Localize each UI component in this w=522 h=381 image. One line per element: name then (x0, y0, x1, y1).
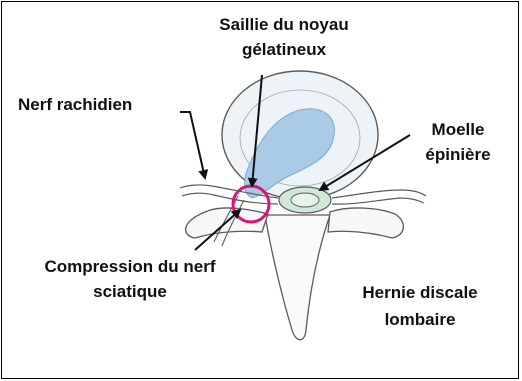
label-hernie-line1: Hernie discale (340, 282, 500, 303)
label-compression-line2: sciatique (8, 281, 252, 302)
label-hernie-discale: Hernie discale lombaire (340, 282, 500, 330)
label-hernie-line2: lombaire (340, 309, 500, 330)
label-saillie-noyau: Saillie du noyau gélatineux (200, 14, 368, 60)
label-moelle-line2: épinière (408, 144, 508, 165)
spinous-process (265, 215, 330, 340)
label-moelle-epiniere: Moelle épinière (408, 119, 508, 165)
arrow-nerf-rachidien (180, 112, 205, 178)
lamina-right (328, 208, 403, 238)
label-saillie-noyau-line2: gélatineux (200, 39, 368, 60)
nerve-root-right (332, 190, 426, 198)
label-compression: Compression du nerf sciatique (8, 256, 252, 302)
label-compression-line1: Compression du nerf (8, 256, 252, 277)
label-nerf-rachidien: Nerf rachidien (18, 94, 132, 115)
label-moelle-line1: Moelle (408, 119, 508, 140)
label-saillie-noyau-line1: Saillie du noyau (200, 14, 368, 35)
